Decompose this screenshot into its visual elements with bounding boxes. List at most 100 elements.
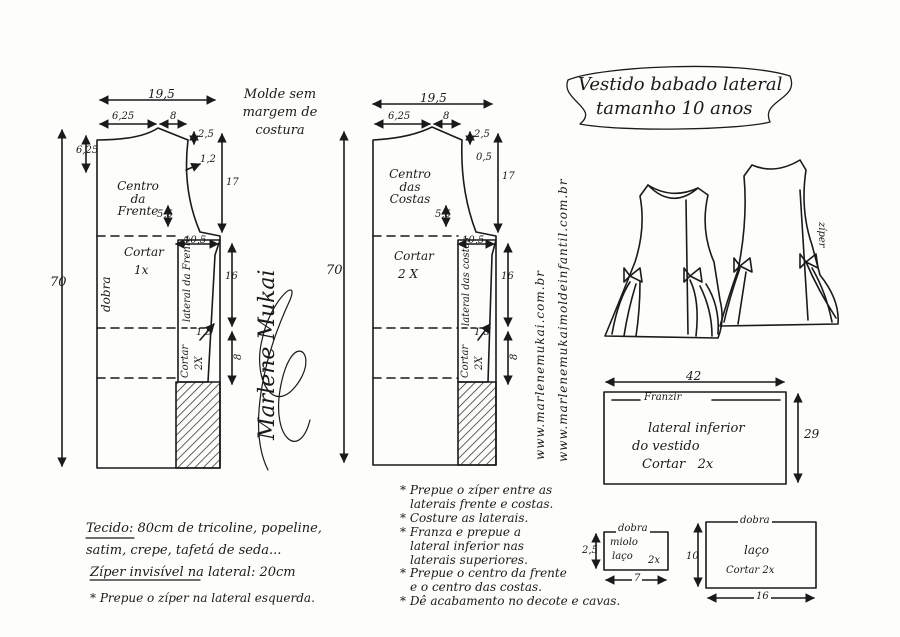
instruction-2: * Costure as laterais. xyxy=(400,510,529,525)
back-outline xyxy=(372,126,497,466)
back-side-cut-count: 2X xyxy=(474,356,485,370)
title-banner xyxy=(566,65,793,130)
front-center-line2: da xyxy=(130,191,146,206)
bow-height-label: 10 xyxy=(686,551,699,562)
back-center-line2: das xyxy=(399,179,421,194)
front-armhole-height-label: 17 xyxy=(226,177,239,188)
bow-piece xyxy=(693,521,817,603)
seam-allowance-note: Molde sem margem de costura xyxy=(240,86,320,141)
front-shoulder-width-label: 8 xyxy=(170,111,177,122)
front-total-height-label: 70 xyxy=(50,275,67,290)
front-fold-label: dobra xyxy=(99,276,113,312)
back-center-label: Centro das Costas xyxy=(388,168,432,206)
bow-center-line2: laço xyxy=(612,551,633,562)
skirt-gather-label: Franzir xyxy=(644,392,682,403)
materials-line1: Tecido: 80cm de tricoline, popeline, xyxy=(86,522,322,536)
bow-cut-count: 2x xyxy=(762,565,775,576)
front-neck-width-label: 6,25 xyxy=(112,111,135,122)
signature: Marlene Mukai xyxy=(255,269,280,440)
skirt-cut-label: Cortar 2x xyxy=(642,458,713,472)
bow-fold-label: dobra xyxy=(738,515,772,527)
front-side-step-label: 1,5 xyxy=(196,327,212,338)
skirt-panel xyxy=(603,377,803,485)
title-line1: Vestido babado lateral xyxy=(578,74,783,95)
front-center-line1: Centro xyxy=(117,179,159,193)
front-cut-label: Cortar xyxy=(124,245,164,259)
bow-center-width-label: 7 xyxy=(632,573,643,585)
front-shoulder-drop-label: 2,5 xyxy=(198,129,214,140)
bow-cut-label: Cortar 2x xyxy=(726,565,775,577)
website-url-b: www.marlenemukaimoldeinfantil.com.br xyxy=(556,178,570,462)
skirt-line2: do vestido xyxy=(632,439,700,454)
bow-center-cut-count: 2x xyxy=(648,555,661,566)
dress-back-illustration xyxy=(719,159,839,327)
skirt-width-label: 42 xyxy=(686,369,702,383)
back-center-line3: Costas xyxy=(389,192,431,207)
fabric-detail: 80cm de tricoline, popeline, xyxy=(137,521,322,536)
bow-center-line1: miolo xyxy=(610,537,638,548)
back-hatched-area xyxy=(457,381,497,466)
skirt-line1: lateral inferior xyxy=(648,421,745,436)
front-neck-drop-label: 6,25 xyxy=(76,145,99,156)
instruction-5: * Dê acabamento no decote e cavas. xyxy=(400,594,621,609)
seam-note-line3: costura xyxy=(255,123,305,139)
front-width-label: 19,5 xyxy=(148,87,175,101)
instruction-4b: e o centro das costas. xyxy=(410,580,542,595)
front-cut-count: 1x xyxy=(134,263,149,277)
back-side-height-label: 16 xyxy=(501,271,514,282)
skirt-cut-count: 2x xyxy=(697,457,714,472)
front-hatched-area xyxy=(175,381,221,469)
back-bodice-piece xyxy=(339,99,513,466)
signature-drawing xyxy=(258,289,311,471)
bow-line1: laço xyxy=(744,543,769,557)
skirt-height-label: 29 xyxy=(804,427,820,441)
zipper-label: Zíper invisível xyxy=(90,565,184,580)
bow-center-height-label: 2,5 xyxy=(582,545,598,556)
front-outline xyxy=(96,127,221,469)
back-armhole-step-label: 5,5 xyxy=(435,209,451,220)
bow-width-label: 16 xyxy=(754,591,771,603)
fabric-label: Tecido: xyxy=(86,521,134,536)
dress-front-illustration xyxy=(604,184,723,339)
front-side-width-label: 10,5 xyxy=(184,235,207,246)
instruction-3b: lateral inferior nas xyxy=(410,538,524,553)
front-center-line3: Frente xyxy=(117,204,159,219)
front-side-cut-label: Cortar xyxy=(180,344,191,378)
back-total-height-label: 70 xyxy=(326,263,343,278)
front-armhole-step-label: 5,5 xyxy=(157,209,173,220)
instruction-1b: laterais frente e costas. xyxy=(410,496,554,511)
back-side-width-label: 10,5 xyxy=(462,235,485,246)
back-side-piece-label: lateral das costas xyxy=(461,237,472,326)
bow-center-fold-label: dobra xyxy=(616,523,650,535)
instruction-3c: laterais superiores. xyxy=(410,552,528,567)
back-armhole-height-label: 17 xyxy=(502,171,515,182)
zipper-detail: na lateral: 20cm xyxy=(187,565,296,580)
seam-note-line1: Molde sem xyxy=(243,87,317,102)
seam-note-line2: margem de xyxy=(242,105,318,121)
back-neck-width-label: 6,25 xyxy=(388,111,411,122)
front-armhole-depth-label: 1,2 xyxy=(200,154,216,165)
materials-line3: Zíper invisível na lateral: 20cm xyxy=(90,566,296,580)
back-armhole-depth-label: 0,5 xyxy=(476,152,492,163)
back-shoulder-drop-label: 2,5 xyxy=(474,129,490,140)
instruction-4a: * Prepue o centro da frente xyxy=(400,566,567,581)
bow-cut-text: Cortar xyxy=(726,565,760,576)
back-side-bottom-label: 8 xyxy=(509,353,520,360)
front-side-bottom-label: 8 xyxy=(233,353,244,360)
front-side-piece-label: lateral da Frente xyxy=(182,236,193,322)
back-cut-label: Cortar xyxy=(394,249,434,263)
back-side-step-label: 1,5 xyxy=(474,327,490,338)
back-shoulder-width-label: 8 xyxy=(443,111,450,122)
back-center-line1: Centro xyxy=(389,167,431,181)
back-width-label: 19,5 xyxy=(420,91,447,105)
back-cut-count: 2 X xyxy=(398,267,418,281)
back-side-cut-label: Cortar xyxy=(460,344,471,378)
website-url-a: www.marlenemukai.com.br xyxy=(533,270,547,460)
front-side-height-label: 16 xyxy=(225,271,238,282)
front-side-cut-count: 2X xyxy=(194,356,205,370)
skirt-cut-text: Cortar xyxy=(642,457,686,472)
materials-line4: * Prepue o zíper na lateral esquerda. xyxy=(90,591,315,605)
instructions-list: * Prepue o zíper entre as laterais frent… xyxy=(400,483,621,609)
